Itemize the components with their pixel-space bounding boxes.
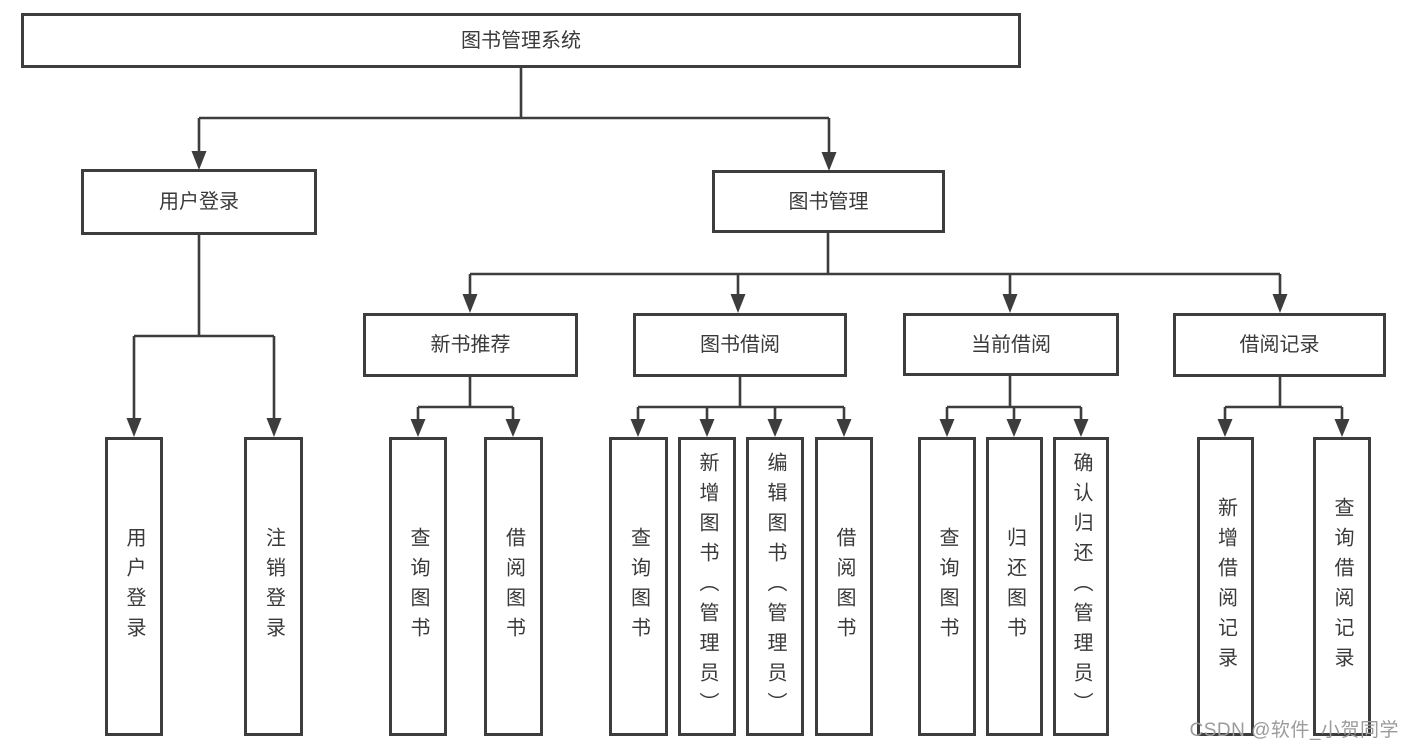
leaf-query-books-borrow: 查询图书 — [609, 437, 668, 736]
leaf-query-books-current: 查询图书 — [918, 437, 976, 736]
node-user-login: 用户登录 — [81, 169, 317, 235]
node-library-system: 图书管理系统 — [21, 13, 1021, 68]
leaf-return-books: 归还图书 — [986, 437, 1043, 736]
leaf-add-borrow-record: 新增借阅记录 — [1197, 437, 1254, 736]
leaf-borrow-books-recommend: 借阅图书 — [484, 437, 543, 736]
leaf-logout: 注销登录 — [244, 437, 303, 736]
connector-current-borrow-children — [939, 376, 1089, 437]
connector-book-borrow-children — [630, 377, 852, 437]
node-book-borrow: 图书借阅 — [633, 313, 847, 377]
leaf-query-borrow-record: 查询借阅记录 — [1313, 437, 1371, 736]
node-book-management: 图书管理 — [712, 170, 945, 233]
connector-root-to-level2 — [191, 68, 837, 171]
connector-book-management-children — [462, 233, 1288, 313]
connector-new-book-children — [410, 377, 521, 437]
leaf-edit-book-admin: 编辑图书（管理员） — [746, 437, 804, 736]
leaf-user-login: 用户登录 — [105, 437, 163, 736]
leaf-query-books-recommend: 查询图书 — [389, 437, 447, 736]
leaf-confirm-return-admin: 确认归还（管理员） — [1053, 437, 1109, 736]
connector-borrow-record-children — [1217, 377, 1350, 437]
node-borrow-records: 借阅记录 — [1173, 313, 1386, 377]
leaf-add-book-admin: 新增图书（管理员） — [678, 437, 736, 736]
leaf-borrow-books: 借阅图书 — [815, 437, 873, 736]
node-current-borrow: 当前借阅 — [903, 313, 1119, 376]
watermark: CSDN @软件_小贺同学 — [1189, 720, 1399, 741]
node-new-book-recommend: 新书推荐 — [363, 313, 578, 377]
connector-user-login-children — [126, 235, 282, 437]
